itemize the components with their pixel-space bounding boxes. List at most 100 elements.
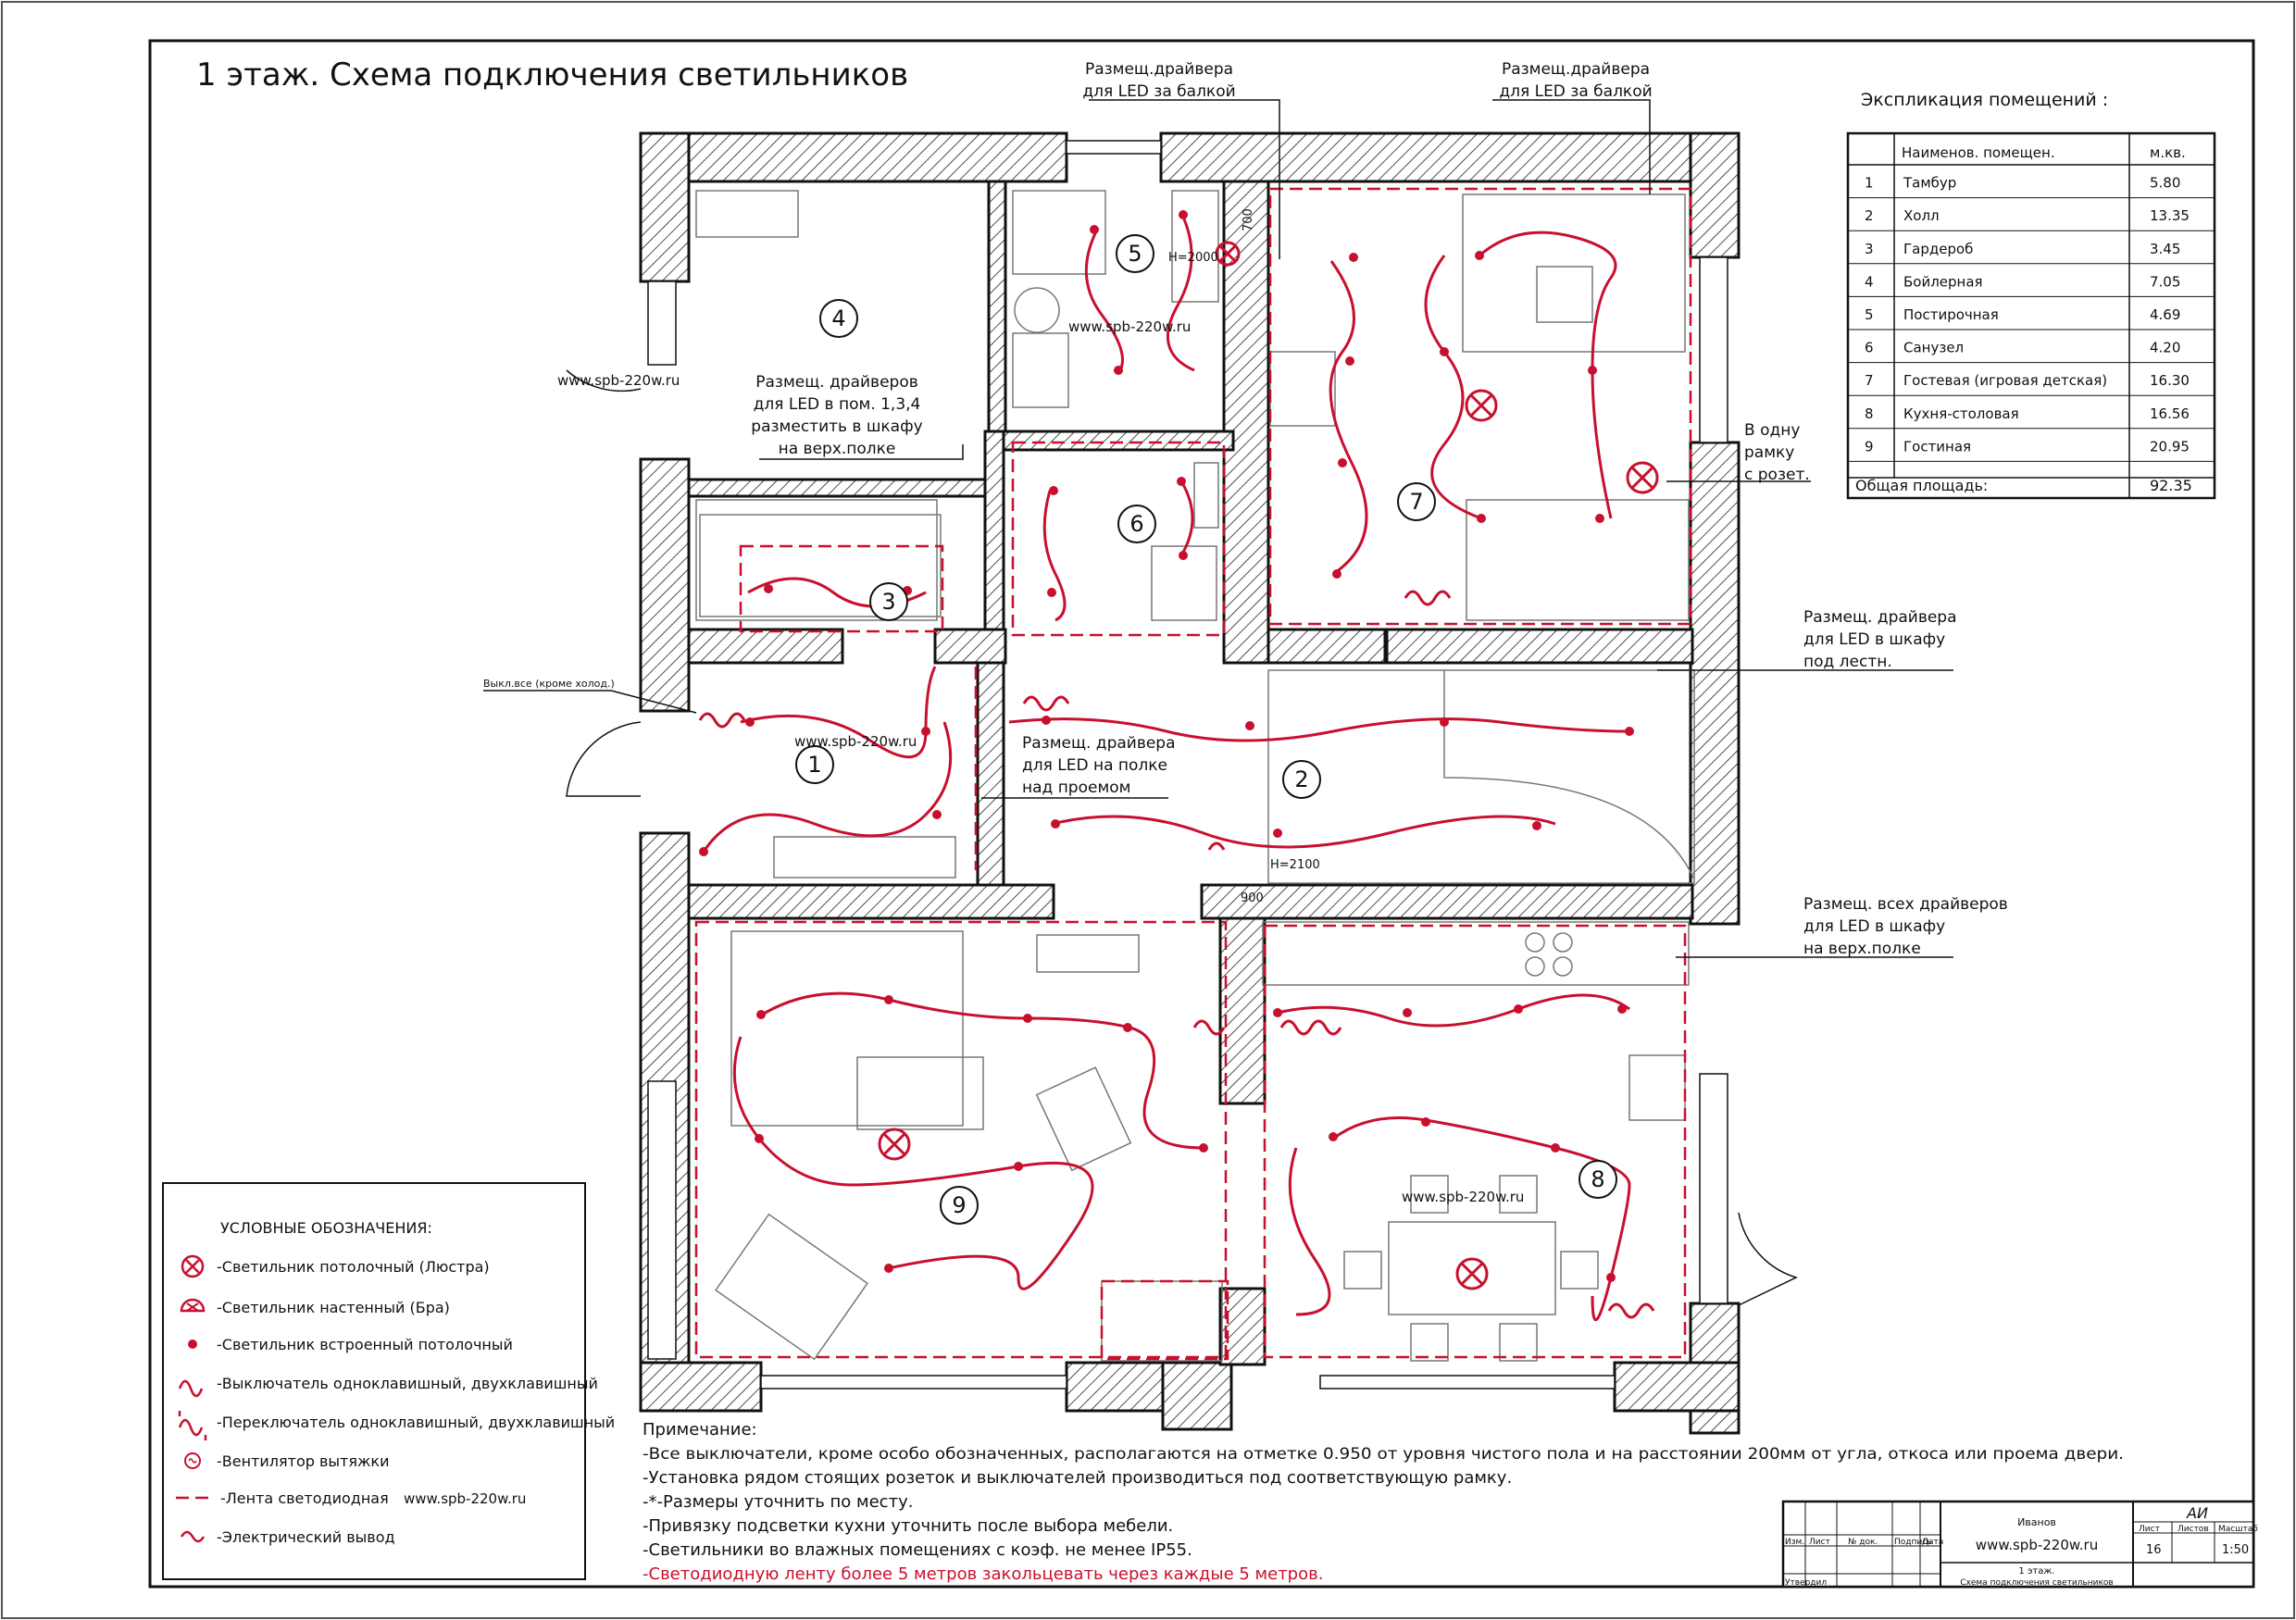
svg-text:для LED в шкафу: для LED в шкафу [1803, 630, 1945, 649]
stamp-col-sign: Подпись [1894, 1538, 1931, 1547]
room-number-6: 6 [1129, 511, 1143, 537]
explication-row-area: 5.80 [2150, 175, 2180, 192]
watermark-2: www.spb-220w.ru [1068, 318, 1191, 335]
svg-text:разместить в шкафу: разместить в шкафу [751, 417, 922, 436]
page-title: 1 этаж. Схема подключения светильников [196, 56, 908, 93]
legend-label-chandelier: -Светильник потолочный (Люстра) [217, 1258, 490, 1276]
watermarks: www.spb-220w.ru www.spb-220w.ru www.spb-… [557, 318, 1524, 1205]
svg-text:с розет.: с розет. [1744, 466, 1810, 484]
room-number-9: 9 [952, 1192, 966, 1218]
note-line-1: -Все выключатели, кроме особо обозначенн… [643, 1445, 2124, 1464]
stamp-designer: Иванов [2017, 1516, 2056, 1528]
legend-label-outlet: -Электрический вывод [217, 1528, 395, 1546]
svg-text:для LED за балкой: для LED за балкой [1082, 82, 1235, 101]
stamp-sheets-label: Листов [2177, 1525, 2209, 1534]
stamp-drawing: Схема подключения светильников [1960, 1578, 2113, 1588]
explication-row-name: Гостевая (игровая детская) [1903, 372, 2107, 389]
explication-row-num: 1 [1865, 175, 1874, 192]
explication-row-num: 9 [1865, 438, 1874, 455]
legend-label-wall-lamp: -Светильник настенный (Бра) [217, 1299, 450, 1316]
explication-row-num: 4 [1865, 273, 1874, 290]
svg-text:Размещ.драйвера: Размещ.драйвера [1085, 60, 1233, 79]
svg-text:Размещ.драйвера: Размещ.драйвера [1502, 60, 1650, 79]
explication-row-name: Гардероб [1903, 241, 1973, 257]
stamp-col-doc: № док. [1848, 1538, 1878, 1547]
recessed-light-icon [188, 1340, 197, 1349]
legend: УСЛОВНЫЕ ОБОЗНАЧЕНИЯ: -Светильник потоло… [162, 1182, 615, 1580]
svg-text:рамку: рамку [1744, 443, 1794, 462]
explication-row-name: Тамбур [1903, 175, 1956, 192]
dimension-700: 700 [1242, 208, 1255, 231]
note-line-3: -*-Размеры уточнить по месту. [643, 1492, 913, 1512]
recessed-lights [699, 210, 1634, 1282]
led-strips [694, 187, 1692, 1361]
room-number-5: 5 [1128, 241, 1142, 267]
stamp-code: АИ [2186, 1504, 2208, 1522]
stamp-site: www.spb-220w.ru [1976, 1537, 2098, 1553]
title-stamp: Изм. Лист № док. Подпись Дата Утвердил А… [1781, 1500, 2258, 1589]
switch-icon [178, 1379, 204, 1398]
explication-table: Экспликация помещений : Наименов. помеще… [1846, 90, 2216, 500]
switch-groups [698, 590, 1655, 1319]
stamp-scale-label: Масштаб [2218, 1525, 2258, 1534]
svg-text:под лестн.: под лестн. [1803, 653, 1892, 671]
explication-row-num: 3 [1865, 241, 1874, 257]
legend-label-recessed: -Светильник встроенный потолочный [217, 1336, 513, 1353]
explication-col-name: Наименов. помещен. [1902, 144, 2055, 161]
stamp-scale: 1:50 [2222, 1543, 2249, 1557]
legend-watermark: www.spb-220w.ru [404, 1490, 526, 1507]
windows [647, 140, 1728, 1389]
callout-drivers-stairs: Размещ. драйвера для LED в шкафу под лес… [1657, 608, 1957, 671]
explication-row-num: 6 [1865, 340, 1874, 356]
room-number-2: 2 [1294, 766, 1308, 792]
notes-heading: Примечание: [643, 1420, 757, 1439]
explication-row-num: 5 [1865, 306, 1874, 323]
room-number-1: 1 [807, 752, 821, 778]
explication-row-area: 20.95 [2150, 438, 2190, 455]
legend-label-fan: -Вентилятор вытяжки [217, 1452, 389, 1470]
svg-text:для LED в шкафу: для LED в шкафу [1803, 917, 1945, 936]
stamp-col-izm: Изм. [1785, 1538, 1804, 1547]
height-mark-2000: H=2000 [1168, 251, 1218, 265]
svg-text:Размещ. драйверов: Размещ. драйверов [755, 373, 918, 392]
chandeliers [878, 241, 1659, 1290]
legend-label-led: -Лента светодиодная [220, 1489, 389, 1507]
electrical-outlet-icon [180, 1530, 206, 1543]
explication-row-name: Кухня-столовая [1903, 405, 2019, 422]
explication-row-num: 8 [1865, 405, 1874, 422]
room-number-4: 4 [831, 305, 845, 331]
notes: Примечание: -Все выключатели, кроме особ… [643, 1420, 2124, 1584]
room-markers [795, 234, 1617, 1225]
explication-total-value: 92.35 [2150, 477, 2192, 494]
exhaust-fan-icon [184, 1452, 201, 1469]
explication-total-label: Общая площадь: [1855, 477, 1988, 494]
explication-row-name: Постирочная [1903, 306, 1999, 323]
passthrough-switch-icon [178, 1411, 207, 1440]
callout-balcony-right: Размещ.драйвера для LED за балкой [1492, 60, 1653, 194]
note-line-5: -Светильники во влажных помещениях с коэ… [643, 1540, 1192, 1560]
note-line-4: -Привязку подсветки кухни уточнить после… [643, 1516, 1173, 1536]
callout-switch-all: Выкл.все (кроме холод.) [483, 678, 697, 714]
explication-row-area: 13.35 [2150, 207, 2190, 224]
height-mark-2100: H=2100 [1270, 858, 1320, 872]
explication-row-num: 2 [1865, 207, 1874, 224]
room-number-8: 8 [1591, 1166, 1604, 1192]
callout-one-frame: В одну рамку с розет. [1666, 421, 1811, 484]
explication-row-area: 7.05 [2150, 273, 2180, 290]
dimension-900: 900 [1241, 891, 1264, 905]
room-number-3: 3 [881, 589, 895, 615]
svg-text:на верх.полке: на верх.полке [779, 440, 896, 458]
svg-text:Размещ. всех драйверов: Размещ. всех драйверов [1803, 895, 2008, 914]
sheet-frame [148, 39, 2255, 1589]
chandelier-icon [181, 1254, 205, 1278]
svg-text:над проемом: над проемом [1022, 779, 1131, 797]
explication-row-area: 4.20 [2150, 340, 2180, 356]
svg-text:для LED на полке: для LED на полке [1022, 756, 1167, 775]
explication-heading: Экспликация помещений : [1861, 90, 2108, 110]
svg-text:на верх.полке: на верх.полке [1803, 940, 1921, 958]
watermark-1: www.spb-220w.ru [557, 372, 680, 389]
explication-row-num: 7 [1865, 372, 1874, 389]
svg-text:Размещ. драйвера: Размещ. драйвера [1022, 734, 1176, 753]
svg-text:Размещ. драйвера: Размещ. драйвера [1803, 608, 1957, 627]
